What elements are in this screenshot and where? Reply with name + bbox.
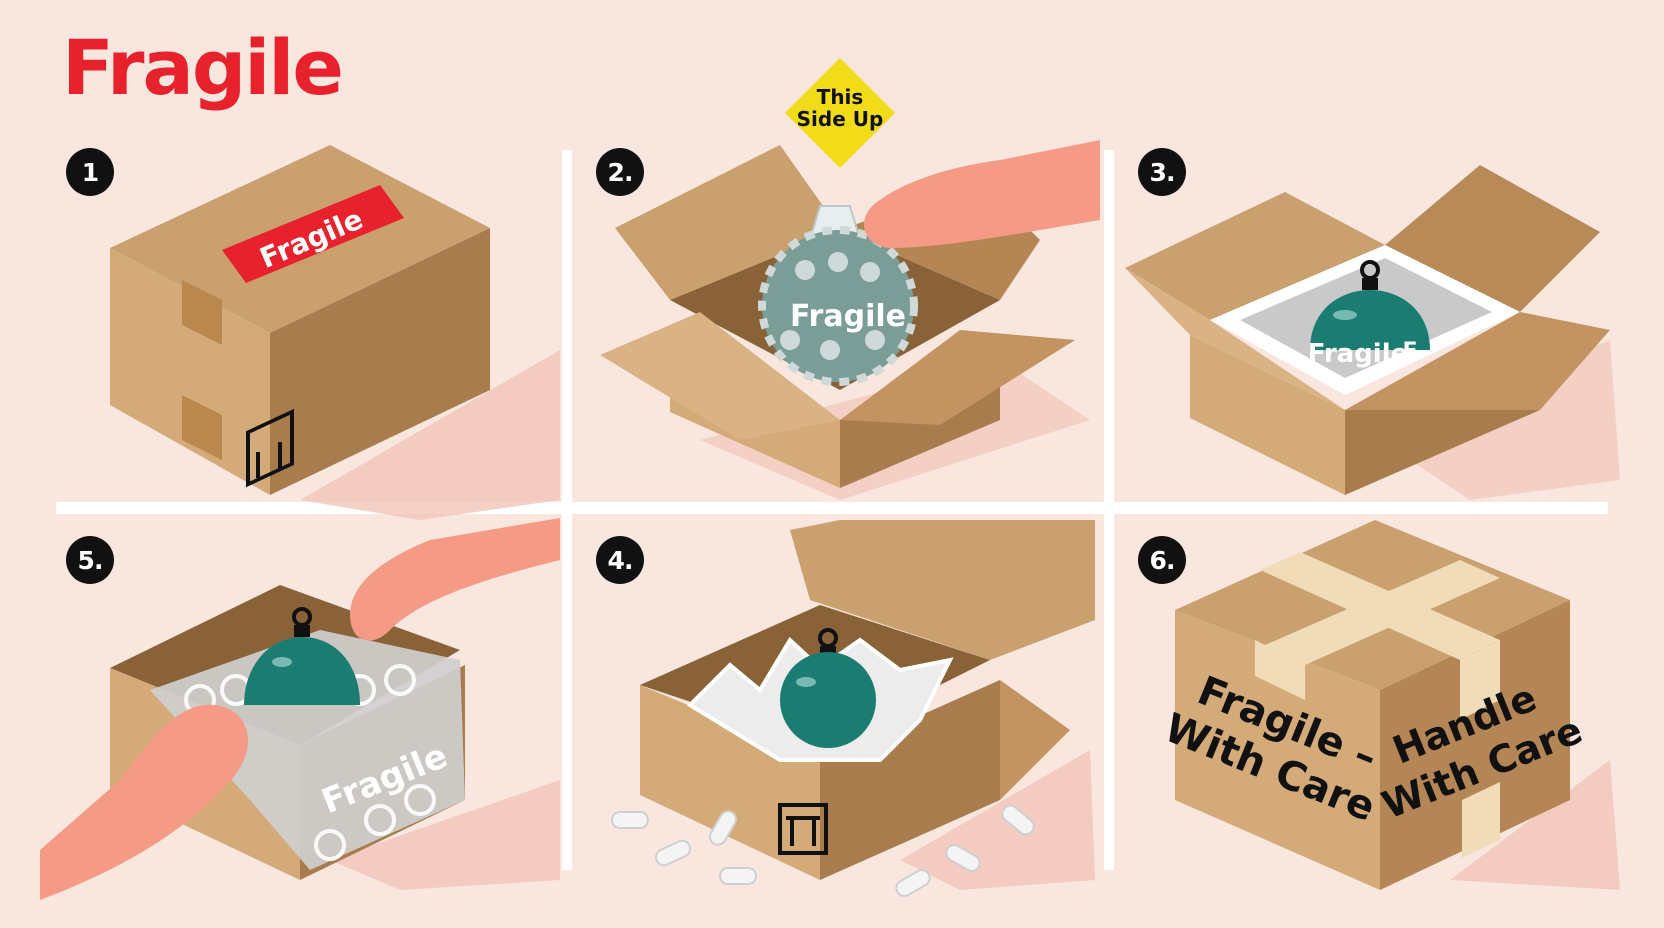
tag-line-1: This [817,85,864,109]
box-front-right [840,340,1000,488]
left-face-label-line-2: With Care [1158,705,1382,831]
this-way-up-icon [246,408,294,488]
ornament [780,628,876,748]
box-left-face [110,248,270,495]
step-number-badge: 2. [596,148,644,196]
box-front-left [640,685,820,880]
box-top [1175,520,1570,690]
packing-tape [1260,552,1500,660]
box-top [110,145,490,333]
box-front-right [300,665,465,880]
box-right-face [270,228,490,495]
box-left-face [1175,610,1380,890]
ornament [244,607,360,705]
box-back-inside [670,230,1000,390]
horizontal-divider [56,502,1608,514]
hand-lower [40,704,249,900]
bubble-wrapped-ornament: Fragile [758,205,918,386]
bubble-wrap-sheet [150,630,465,870]
fragile-sticker [222,185,404,283]
right-face-label-line-2: With Care [1376,708,1589,828]
tag-line-2: Side Up [797,107,884,131]
tissue-paper [686,636,954,762]
ornament-label: Fragile [1308,339,1409,369]
step-number-badge: 3. [1138,148,1186,196]
ornament-label-partial: F [1402,339,1417,364]
right-face-label-line-1: Handle [1386,675,1542,772]
box-right-face [1380,600,1570,890]
box-front-left [670,370,840,488]
this-side-up-tag: This Side Up [785,58,895,168]
step-number-badge: 6. [1138,536,1186,584]
left-face-label-line-1: Fragile – [1191,668,1383,781]
step-number-badge: 5. [66,536,114,584]
ornament: Fragile F [1308,260,1430,369]
hand [863,140,1100,248]
foam-insert [1210,245,1520,395]
this-way-up-icon [778,803,828,855]
fragile-sticker-label: Fragile [255,202,368,275]
box-front-right [820,680,1000,880]
hand-upper [350,518,560,641]
packing-peanuts [611,804,1035,897]
box-front-left [110,668,300,880]
ornament-wrap-label: Fragile [790,299,906,334]
page-title: Fragile [62,23,344,112]
bubble-wrap-label: Fragile [316,736,453,822]
step-number-badge: 1 [66,148,114,196]
step-number-badge: 4. [596,536,644,584]
